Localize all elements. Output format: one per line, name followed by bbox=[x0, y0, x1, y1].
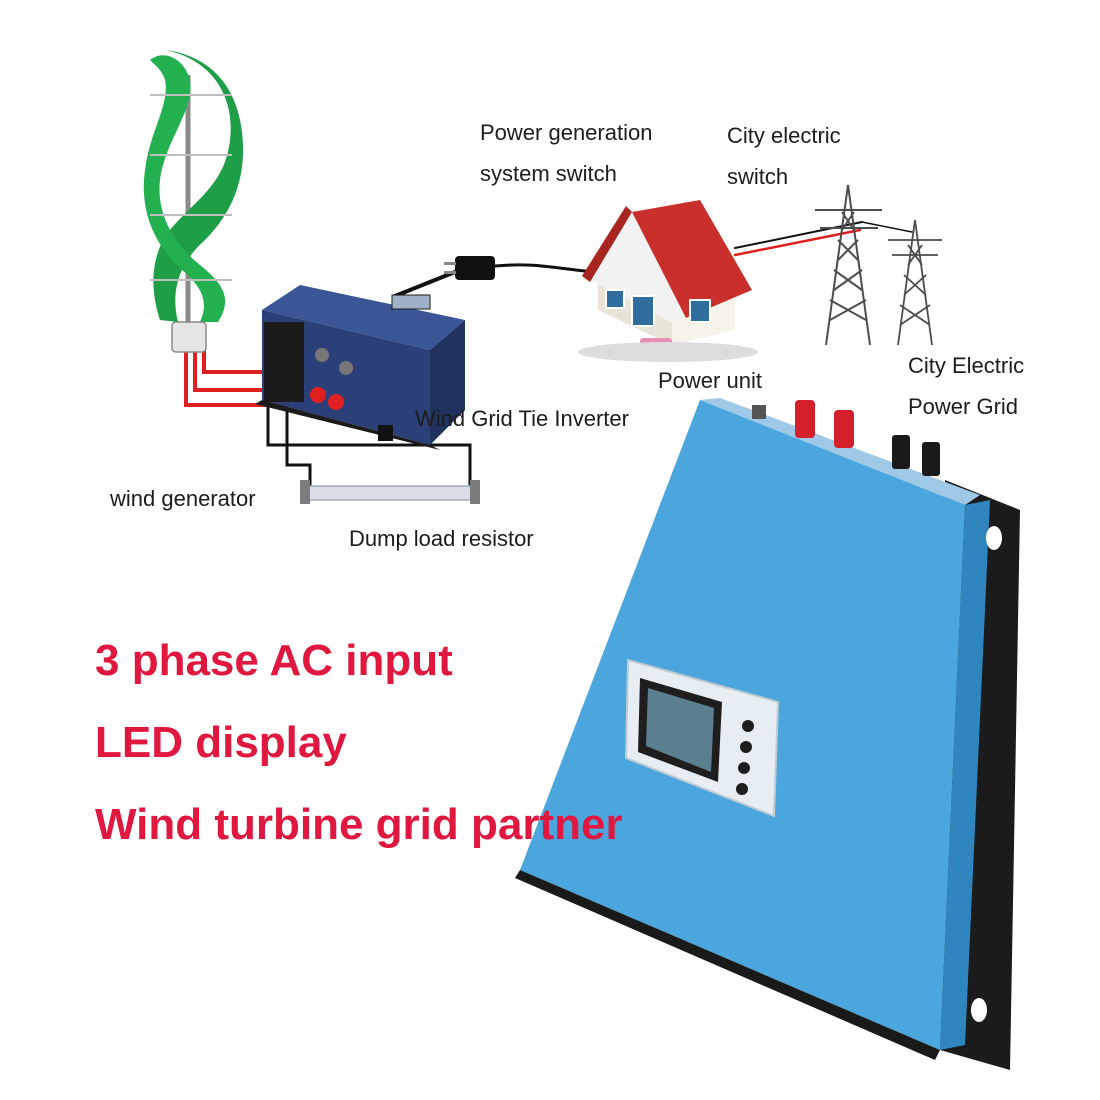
red-terminal-icon bbox=[795, 400, 854, 448]
label-line: system switch bbox=[480, 161, 617, 186]
feature-grid-partner: Wind turbine grid partner bbox=[95, 800, 623, 849]
dump-wire-1 bbox=[266, 398, 472, 492]
power-pylon-icon-2 bbox=[888, 219, 942, 346]
display-button-icons bbox=[736, 720, 754, 795]
wind-grid-tie-inverter-label: Wind Grid Tie Inverter bbox=[415, 406, 629, 431]
plug-icon bbox=[444, 256, 495, 280]
feature-three-phase: 3 phase AC input bbox=[95, 636, 453, 685]
wiring bbox=[184, 221, 913, 492]
inverter-to-house-cable-2 bbox=[493, 263, 600, 274]
grid-span bbox=[861, 221, 913, 233]
power-generation-switch-label: Power generation system switch bbox=[480, 112, 652, 194]
label-line: Power Grid bbox=[908, 394, 1019, 419]
city-electric-switch-label: City electric switch bbox=[727, 115, 841, 197]
label-line: City Electric bbox=[908, 353, 1025, 378]
power-pylon-icon bbox=[815, 184, 882, 346]
inverter-to-house-cable bbox=[393, 270, 457, 298]
house-icon bbox=[578, 200, 758, 362]
city-electric-power-grid-label: City Electric Power Grid bbox=[908, 345, 1024, 427]
dump-load-resistor-icon bbox=[300, 480, 480, 504]
grid-tie-inverter-product bbox=[515, 398, 1020, 1070]
dump-wire-2 bbox=[285, 398, 312, 492]
house-to-grid-red bbox=[733, 228, 862, 257]
label-line: City electric bbox=[727, 123, 841, 148]
black-terminal-icon bbox=[892, 435, 940, 476]
wind-generator-label: wind generator bbox=[110, 486, 256, 511]
dump-load-resistor-label: Dump load resistor bbox=[349, 526, 534, 551]
small-inverter-icon bbox=[255, 285, 465, 450]
power-unit-label: Power unit bbox=[658, 368, 762, 393]
house-to-grid-black bbox=[734, 221, 863, 249]
label-line: Power generation bbox=[480, 120, 653, 145]
wind-turbine-icon bbox=[143, 50, 244, 353]
feature-led-display: LED display bbox=[95, 718, 347, 767]
label-line: switch bbox=[727, 164, 789, 189]
